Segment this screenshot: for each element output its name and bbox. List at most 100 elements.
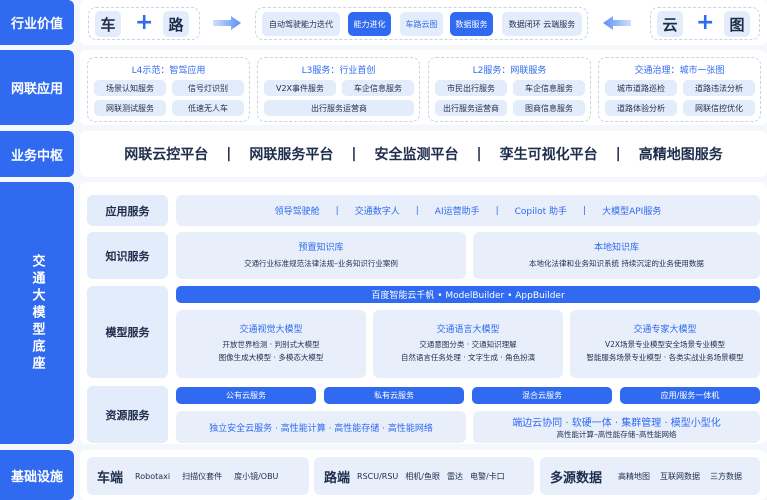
app-chip: 场景认知服务 (94, 80, 166, 96)
infra-item: 扫描仪套件 (182, 471, 223, 481)
app-chip: 图商信息服务 (513, 100, 585, 116)
hub-item: 网联云控平台 (124, 147, 209, 163)
chip-autodrive: 自动驾驶能力迭代 (262, 12, 340, 36)
app-chip: 车企信息服务 (513, 80, 585, 96)
road-chip: 路 (163, 11, 189, 37)
box-title: 独立安全云服务 · 高性能计算 · 高性能存储 · 高性能网络 (209, 423, 433, 434)
model-box: 交通专家大模型 V2X场景专业模型安全场景专业模型 智能服务场景专业模型 · 各… (570, 310, 760, 378)
box-line: 图像生成大模型 · 多模态大模型 (218, 353, 324, 362)
separator: | (583, 205, 587, 216)
infra-item: Robotaxi (135, 471, 171, 481)
car-road-group: 车 + 路 (88, 7, 200, 40)
separator: | (415, 205, 419, 216)
row-label-apps: 网联应用 (0, 50, 74, 125)
apps-panel: L4示范：智驾应用 场景认知服务 信号灯识别 网联测试服务 低速无人车 L3服务… (80, 50, 767, 125)
chip-evolve: 能力进化 (348, 12, 391, 36)
box-line: 开放世界检测 · 判别式大模型 (222, 340, 320, 349)
app-group-title: L4示范：智驾应用 (131, 66, 206, 76)
app-services-box: 领导驾驶舱| 交通数字人| AI运营助手| Copilot 助手| 大模型API… (176, 195, 760, 226)
app-group-title: 交通治理：城市一张图 (634, 66, 725, 76)
box-desc: 本地化法律和业务知识系统 持续沉淀的业务使用数据 (529, 259, 704, 268)
sublabel-app-services: 应用服务 (87, 195, 168, 226)
infra-item: 电警/卡口 (469, 471, 505, 481)
hub-item: 安全监测平台 (374, 147, 459, 163)
infra-item: 度小镜/OBU (234, 471, 279, 481)
separator: | (615, 146, 621, 162)
app-chip: 道路体验分析 (605, 100, 677, 116)
cloud-map-group: 云 + 图 (650, 7, 760, 40)
box-line: 自然语言任务处理 · 文字生成 · 角色扮演 (400, 353, 536, 362)
resource-private-cloud: 私有云服务 (324, 387, 464, 404)
model-box: 交通视觉大模型 开放世界检测 · 判别式大模型 图像生成大模型 · 多模态大模型 (176, 310, 366, 378)
plus-icon: + (135, 10, 154, 35)
app-chip: 出行服务运营商 (435, 100, 507, 116)
sublabel-models: 模型服务 (87, 286, 168, 378)
knowledge-preset: 预置知识库 交通行业标准规范法律法规–业务知识行业案例 (176, 232, 466, 279)
box-title: 本地知识库 (593, 243, 639, 253)
infra-item: 相机/鱼眼 (405, 471, 440, 481)
separator: | (226, 146, 232, 162)
car-chip: 车 (95, 11, 121, 37)
map-chip: 图 (724, 11, 750, 37)
separator: | (335, 205, 339, 216)
sublabel-knowledge: 知识服务 (87, 232, 168, 279)
infra-title: 路端 (324, 470, 351, 486)
separator: | (351, 146, 357, 162)
resource-appliance: 应用/服务一体机 (620, 387, 760, 404)
app-chip: 出行服务运营商 (264, 100, 414, 116)
app-chip: 网联测试服务 (94, 100, 166, 116)
infra-panel: 车端 Robotaxi 扫描仪套件 度小镜/OBU 路端 RSCU/RSU 相机… (80, 450, 767, 500)
arrow-right-icon (213, 16, 241, 30)
arrow-left-icon (603, 16, 631, 30)
resource-detail-box: 独立安全云服务 · 高性能计算 · 高性能存储 · 高性能网络 (176, 411, 466, 443)
knowledge-local: 本地知识库 本地化法律和业务知识系统 持续沉淀的业务使用数据 (473, 232, 760, 279)
chip-data-service: 数据服务 (450, 12, 493, 36)
app-service-item: AI运营助手 (434, 207, 480, 217)
app-chip: 低速无人车 (172, 100, 244, 116)
cloud-chip: 云 (657, 11, 683, 37)
resource-hybrid-cloud: 混合云服务 (472, 387, 612, 404)
hub-item: 孪生可视化平台 (499, 147, 598, 163)
hub-item: 高精地图服务 (638, 147, 723, 163)
app-chip: 车企信息服务 (342, 80, 414, 96)
app-chip: 城市道路巡检 (605, 80, 677, 96)
infra-item: RSCU/RSU (357, 471, 399, 481)
box-title: 端边云协同 · 软硬一体 · 集群管理 · 模型小型化 (512, 418, 721, 429)
platform-bar: 百度智能云千帆 • ModelBuilder • AppBuilder (176, 286, 760, 303)
infra-item: 雷达 (446, 471, 463, 481)
infra-item: 高精地图 (618, 471, 651, 481)
infra-title: 多源数据 (550, 470, 603, 486)
separator: | (495, 205, 499, 216)
hub-panel: 网联云控平台| 网联服务平台| 安全监测平台| 孪生可视化平台| 高精地图服务 (80, 131, 767, 177)
app-chip: 市民出行服务 (435, 80, 507, 96)
resource-detail-box: 端边云协同 · 软硬一体 · 集群管理 · 模型小型化 高性能计算–高性能存储–… (473, 411, 760, 443)
box-line: 智能服务场景专业模型 · 各类实战业务场景模型 (586, 353, 744, 362)
box-title: 预置知识库 (298, 243, 344, 253)
model-box: 交通语言大模型 交通意图分类 · 交通知识理解 自然语言任务处理 · 文字生成 … (373, 310, 563, 378)
app-chip: V2X事件服务 (264, 80, 336, 96)
box-title: 交通视觉大模型 (239, 325, 303, 335)
infra-item: 三方数据 (710, 471, 743, 481)
box-title: 交通语言大模型 (436, 325, 500, 335)
value-panel: 车 + 路 自动驾驶能力迭代 能力进化 车路云图 数据服务 数据闭环 云端服务 … (80, 0, 767, 45)
infra-item: 互联网数据 (660, 471, 701, 481)
app-service-item: 大模型API服务 (602, 207, 662, 217)
box-line: 交通意图分类 · 交通知识理解 (419, 340, 517, 349)
app-group-l4: L4示范：智驾应用 场景认知服务 信号灯识别 网联测试服务 低速无人车 (87, 57, 250, 122)
plus-icon: + (696, 10, 715, 35)
box-line: V2X场景专业模型安全场景专业模型 (604, 340, 726, 349)
app-group-governance: 交通治理：城市一张图 城市道路巡检 道路违法分析 道路体验分析 网联信控优化 (598, 57, 761, 122)
app-service-item: 领导驾驶舱 (274, 207, 320, 217)
app-group-l2: L2服务：网联服务 市民出行服务 车企信息服务 出行服务运营商 图商信息服务 (428, 57, 591, 122)
row-label-hub: 业务中枢 (0, 131, 74, 177)
model-base-panel: 应用服务 知识服务 模型服务 资源服务 领导驾驶舱| 交通数字人| AI运营助手… (80, 182, 767, 444)
box-desc: 高性能计算–高性能存储–高性能网络 (556, 430, 677, 439)
sublabel-resources: 资源服务 (87, 386, 168, 443)
app-chip: 网联信控优化 (683, 100, 755, 116)
infra-road: 路端 RSCU/RSU 相机/鱼眼 雷达 电警/卡口 (314, 457, 534, 495)
capability-group: 自动驾驶能力迭代 能力进化 车路云图 数据服务 数据闭环 云端服务 (255, 7, 588, 40)
chip-data-loop: 数据闭环 云端服务 (502, 12, 582, 36)
app-group-l3: L3服务：行业首创 V2X事件服务 车企信息服务 出行服务运营商 (257, 57, 420, 122)
infra-vehicle: 车端 Robotaxi 扫描仪套件 度小镜/OBU (87, 457, 309, 495)
separator: | (476, 146, 482, 162)
